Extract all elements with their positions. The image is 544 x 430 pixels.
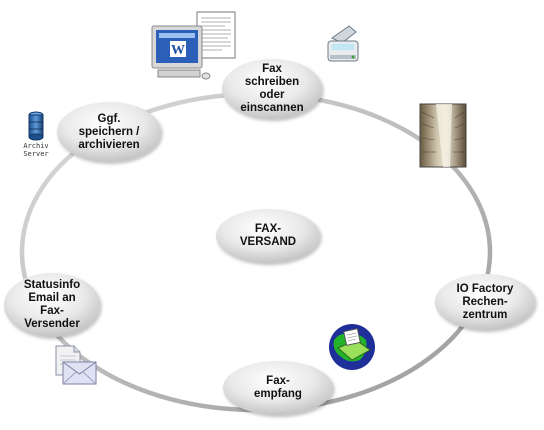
scanner-icon — [327, 25, 359, 62]
node-fax-receive-shape — [223, 361, 333, 415]
archive-server-label: Archiv Server — [23, 142, 49, 158]
node-fax-receive-label: Fax- empfang — [254, 375, 302, 400]
archive-server-icon — [28, 111, 44, 141]
node-archive-shape — [57, 102, 161, 162]
node-status-info-shape — [4, 273, 100, 337]
node-status-info-label: Statusinfo Email an Fax- Versender — [23, 279, 81, 330]
node-center-label: FAX- VERSAND — [239, 223, 297, 248]
data-center-photo — [419, 103, 467, 168]
fax-globe-icon — [329, 324, 375, 370]
node-fax-write-shape — [222, 59, 322, 119]
word-logo-letter: W — [171, 43, 185, 58]
email-document-icon — [55, 345, 97, 385]
node-io-factory-label: IO Factory Rechen- zentrum — [456, 283, 514, 321]
node-archive-label: Ggf. speichern / archivieren — [78, 113, 140, 151]
node-fax-write-label: Fax schreiben oder einscannen — [240, 63, 304, 114]
word-computer-icon: W — [151, 11, 236, 80]
node-io-factory-shape — [435, 274, 535, 330]
node-center-shape — [216, 209, 320, 263]
